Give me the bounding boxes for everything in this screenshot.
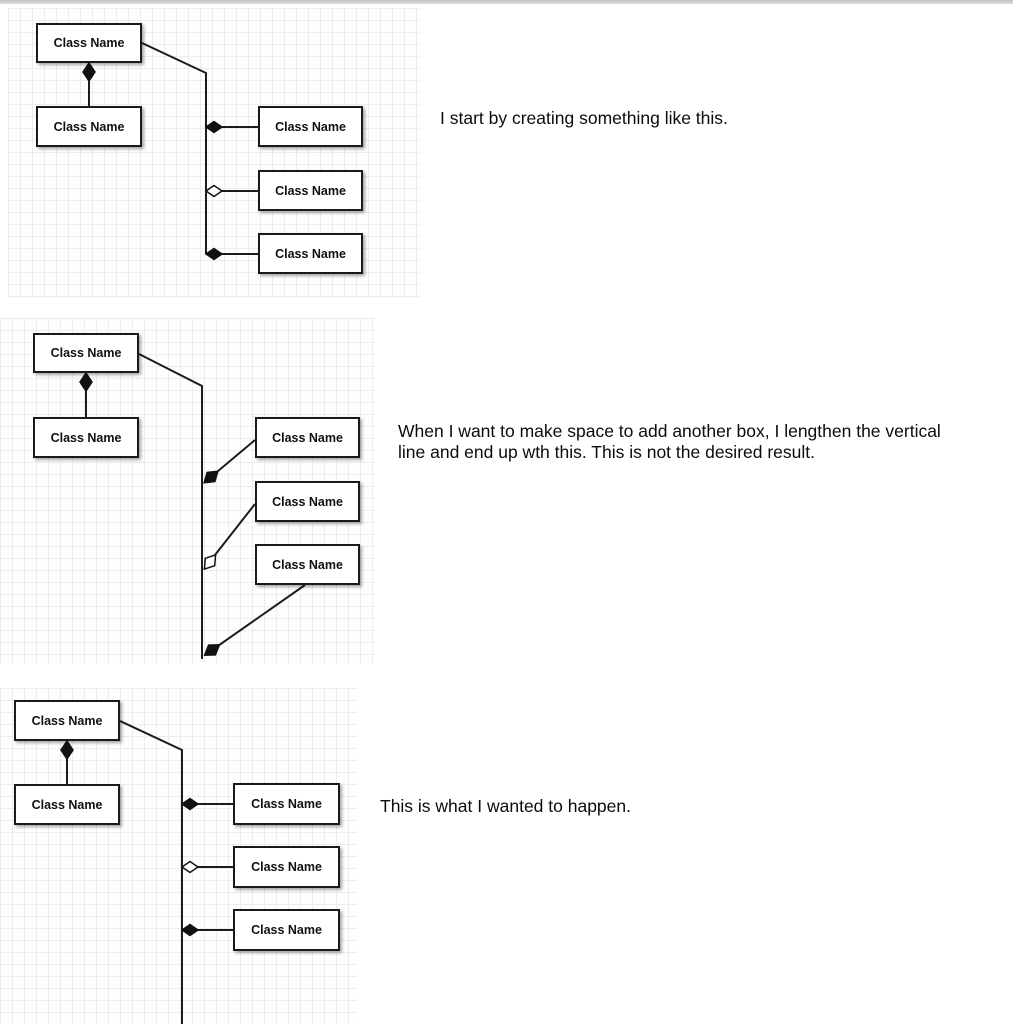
class-box: Class Name bbox=[36, 106, 142, 147]
trunk-line bbox=[138, 353, 203, 659]
class-box-label: Class Name bbox=[251, 860, 322, 874]
branch-line bbox=[204, 584, 306, 656]
caption-line: When I want to make space to add another… bbox=[398, 421, 941, 441]
composition-diamond-icon bbox=[60, 739, 74, 761]
connector-layer-2 bbox=[79, 353, 306, 659]
class-box-label: Class Name bbox=[53, 119, 125, 134]
class-box: Class Name bbox=[33, 333, 139, 373]
caption-initial: I start by creating something like this. bbox=[440, 108, 728, 129]
diagram-canvas-desired: Class Name Class Name Class Name Class N… bbox=[0, 688, 357, 1024]
class-box: Class Name bbox=[233, 909, 340, 951]
aggregation-diamond-icon bbox=[204, 184, 224, 198]
composition-diamond-icon bbox=[79, 371, 93, 393]
class-box-label: Class Name bbox=[50, 346, 122, 360]
aggregation-diamond-icon bbox=[203, 553, 217, 571]
class-box-label: Class Name bbox=[275, 183, 346, 198]
connector-layer-3 bbox=[60, 720, 233, 1024]
class-box-label: Class Name bbox=[272, 494, 343, 509]
class-box-label: Class Name bbox=[275, 119, 346, 134]
class-box: Class Name bbox=[255, 417, 360, 458]
class-box: Class Name bbox=[14, 700, 120, 741]
window-top-edge bbox=[0, 0, 1013, 4]
caption-line: I start by creating something like this. bbox=[440, 108, 728, 128]
diagram-canvas-initial: Class Name Class Name Class Name Class N… bbox=[8, 8, 420, 298]
class-box-label: Class Name bbox=[53, 36, 125, 50]
class-box: Class Name bbox=[33, 417, 139, 458]
caption-line: This is what I wanted to happen. bbox=[380, 796, 631, 816]
aggregation-diamond-icon bbox=[180, 860, 200, 874]
class-box-label: Class Name bbox=[31, 713, 103, 728]
class-box-label: Class Name bbox=[251, 797, 322, 811]
class-box: Class Name bbox=[258, 233, 363, 274]
composition-diamond-icon bbox=[203, 644, 221, 656]
connector-layer-1 bbox=[82, 42, 258, 261]
caption-lengthened: When I want to make space to add another… bbox=[398, 421, 941, 463]
diagram-canvas-lengthened: Class Name Class Name Class Name Class N… bbox=[0, 318, 375, 663]
caption-desired: This is what I wanted to happen. bbox=[380, 796, 631, 817]
composition-diamond-icon bbox=[204, 247, 224, 261]
class-box-label: Class Name bbox=[251, 923, 322, 937]
class-box-label: Class Name bbox=[275, 246, 346, 261]
class-box-label: Class Name bbox=[31, 797, 103, 812]
class-box-label: Class Name bbox=[50, 430, 122, 445]
class-box: Class Name bbox=[14, 784, 120, 825]
class-box: Class Name bbox=[36, 23, 142, 63]
composition-diamond-icon bbox=[82, 61, 96, 83]
class-box-label: Class Name bbox=[272, 430, 343, 445]
trunk-line bbox=[141, 42, 207, 254]
trunk-line bbox=[119, 720, 183, 1024]
class-box: Class Name bbox=[233, 846, 340, 888]
class-box: Class Name bbox=[258, 106, 363, 147]
class-box-label: Class Name bbox=[272, 557, 343, 572]
class-box: Class Name bbox=[233, 783, 340, 825]
class-box: Class Name bbox=[255, 544, 360, 585]
composition-diamond-icon bbox=[180, 923, 200, 937]
composition-diamond-icon bbox=[204, 120, 224, 134]
class-box: Class Name bbox=[255, 481, 360, 522]
composition-diamond-icon bbox=[203, 470, 219, 484]
class-box: Class Name bbox=[258, 170, 363, 211]
composition-diamond-icon bbox=[180, 797, 200, 811]
caption-line: line and end up wth this. This is not th… bbox=[398, 442, 816, 462]
